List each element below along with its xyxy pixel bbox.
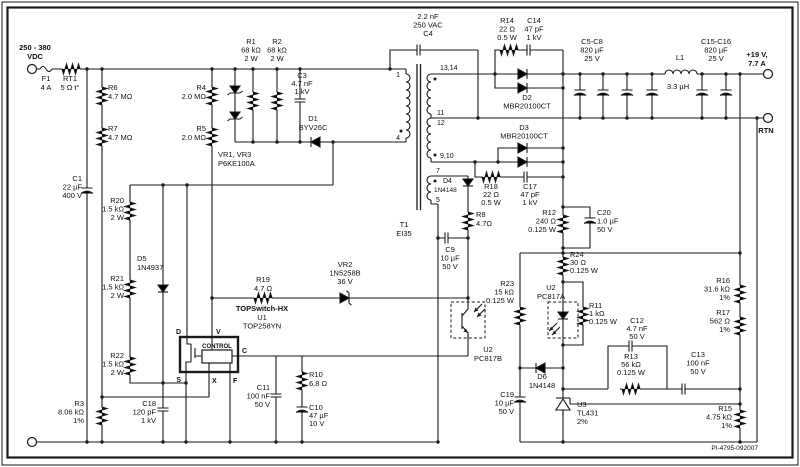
secondary-winding [426,73,432,162]
ic-U3-TL431-symbol [554,397,572,416]
ic-U1-control-label: CONTROL [202,344,232,350]
junction-dots [85,67,759,444]
ic-U1-name: TOPSwitch-HX [236,304,288,313]
transformer-core [416,64,422,210]
transformer-pin9-10-label: 9,10 [440,153,454,160]
optocoupler-U2A-led [547,301,579,339]
primary-winding [405,73,411,139]
transformer-pin5-label: 5 [436,197,440,204]
ic-U1-pin-f: F [233,378,238,385]
ic-U1-pin-x: X [212,378,217,385]
bias-winding [426,175,432,204]
inductor-L1-ref-label: L1 [676,53,684,62]
input-positive-terminal [26,63,38,75]
ic-U1-pin-s: S [176,377,181,384]
primary-side-wires [37,49,479,443]
terminals [26,63,774,448]
diode-D4-ref-label: D4 [443,178,452,185]
transformer-pin12-label: 12 [437,120,445,127]
transformer-wires [405,64,432,210]
output-return-label: RTN [758,126,773,135]
transformer-pin1-label: 1 [396,72,400,79]
inductor-L1-value-label: 3.3 µH [667,82,689,91]
transformer-pin13-14-label: 13,14 [440,65,458,72]
transformer-pin11-label: 11 [437,110,444,117]
output-positive-terminal [762,68,774,80]
ic-U1-pin-c: C [242,348,247,355]
optocoupler-U2B-phototransistor [450,301,486,339]
transformer-pin4-label: 4 [396,135,400,142]
output-positive-label: +19 V,7.7 A [746,50,767,68]
output-return-terminal [762,112,774,124]
ic-U1-topswitch [178,335,240,374]
transformer-pin7-label: 7 [436,168,440,175]
input-negative-terminal [26,436,38,448]
ic-U1-pin-d: D [176,329,181,336]
secondary-side-wires [431,49,763,443]
ic-U1-pin-v: V [216,329,221,336]
part-number: PI-4795-092007 [711,445,758,452]
winding-polarity-dots [399,77,437,183]
diode-D4-part-label: 1N4148 [434,187,457,194]
